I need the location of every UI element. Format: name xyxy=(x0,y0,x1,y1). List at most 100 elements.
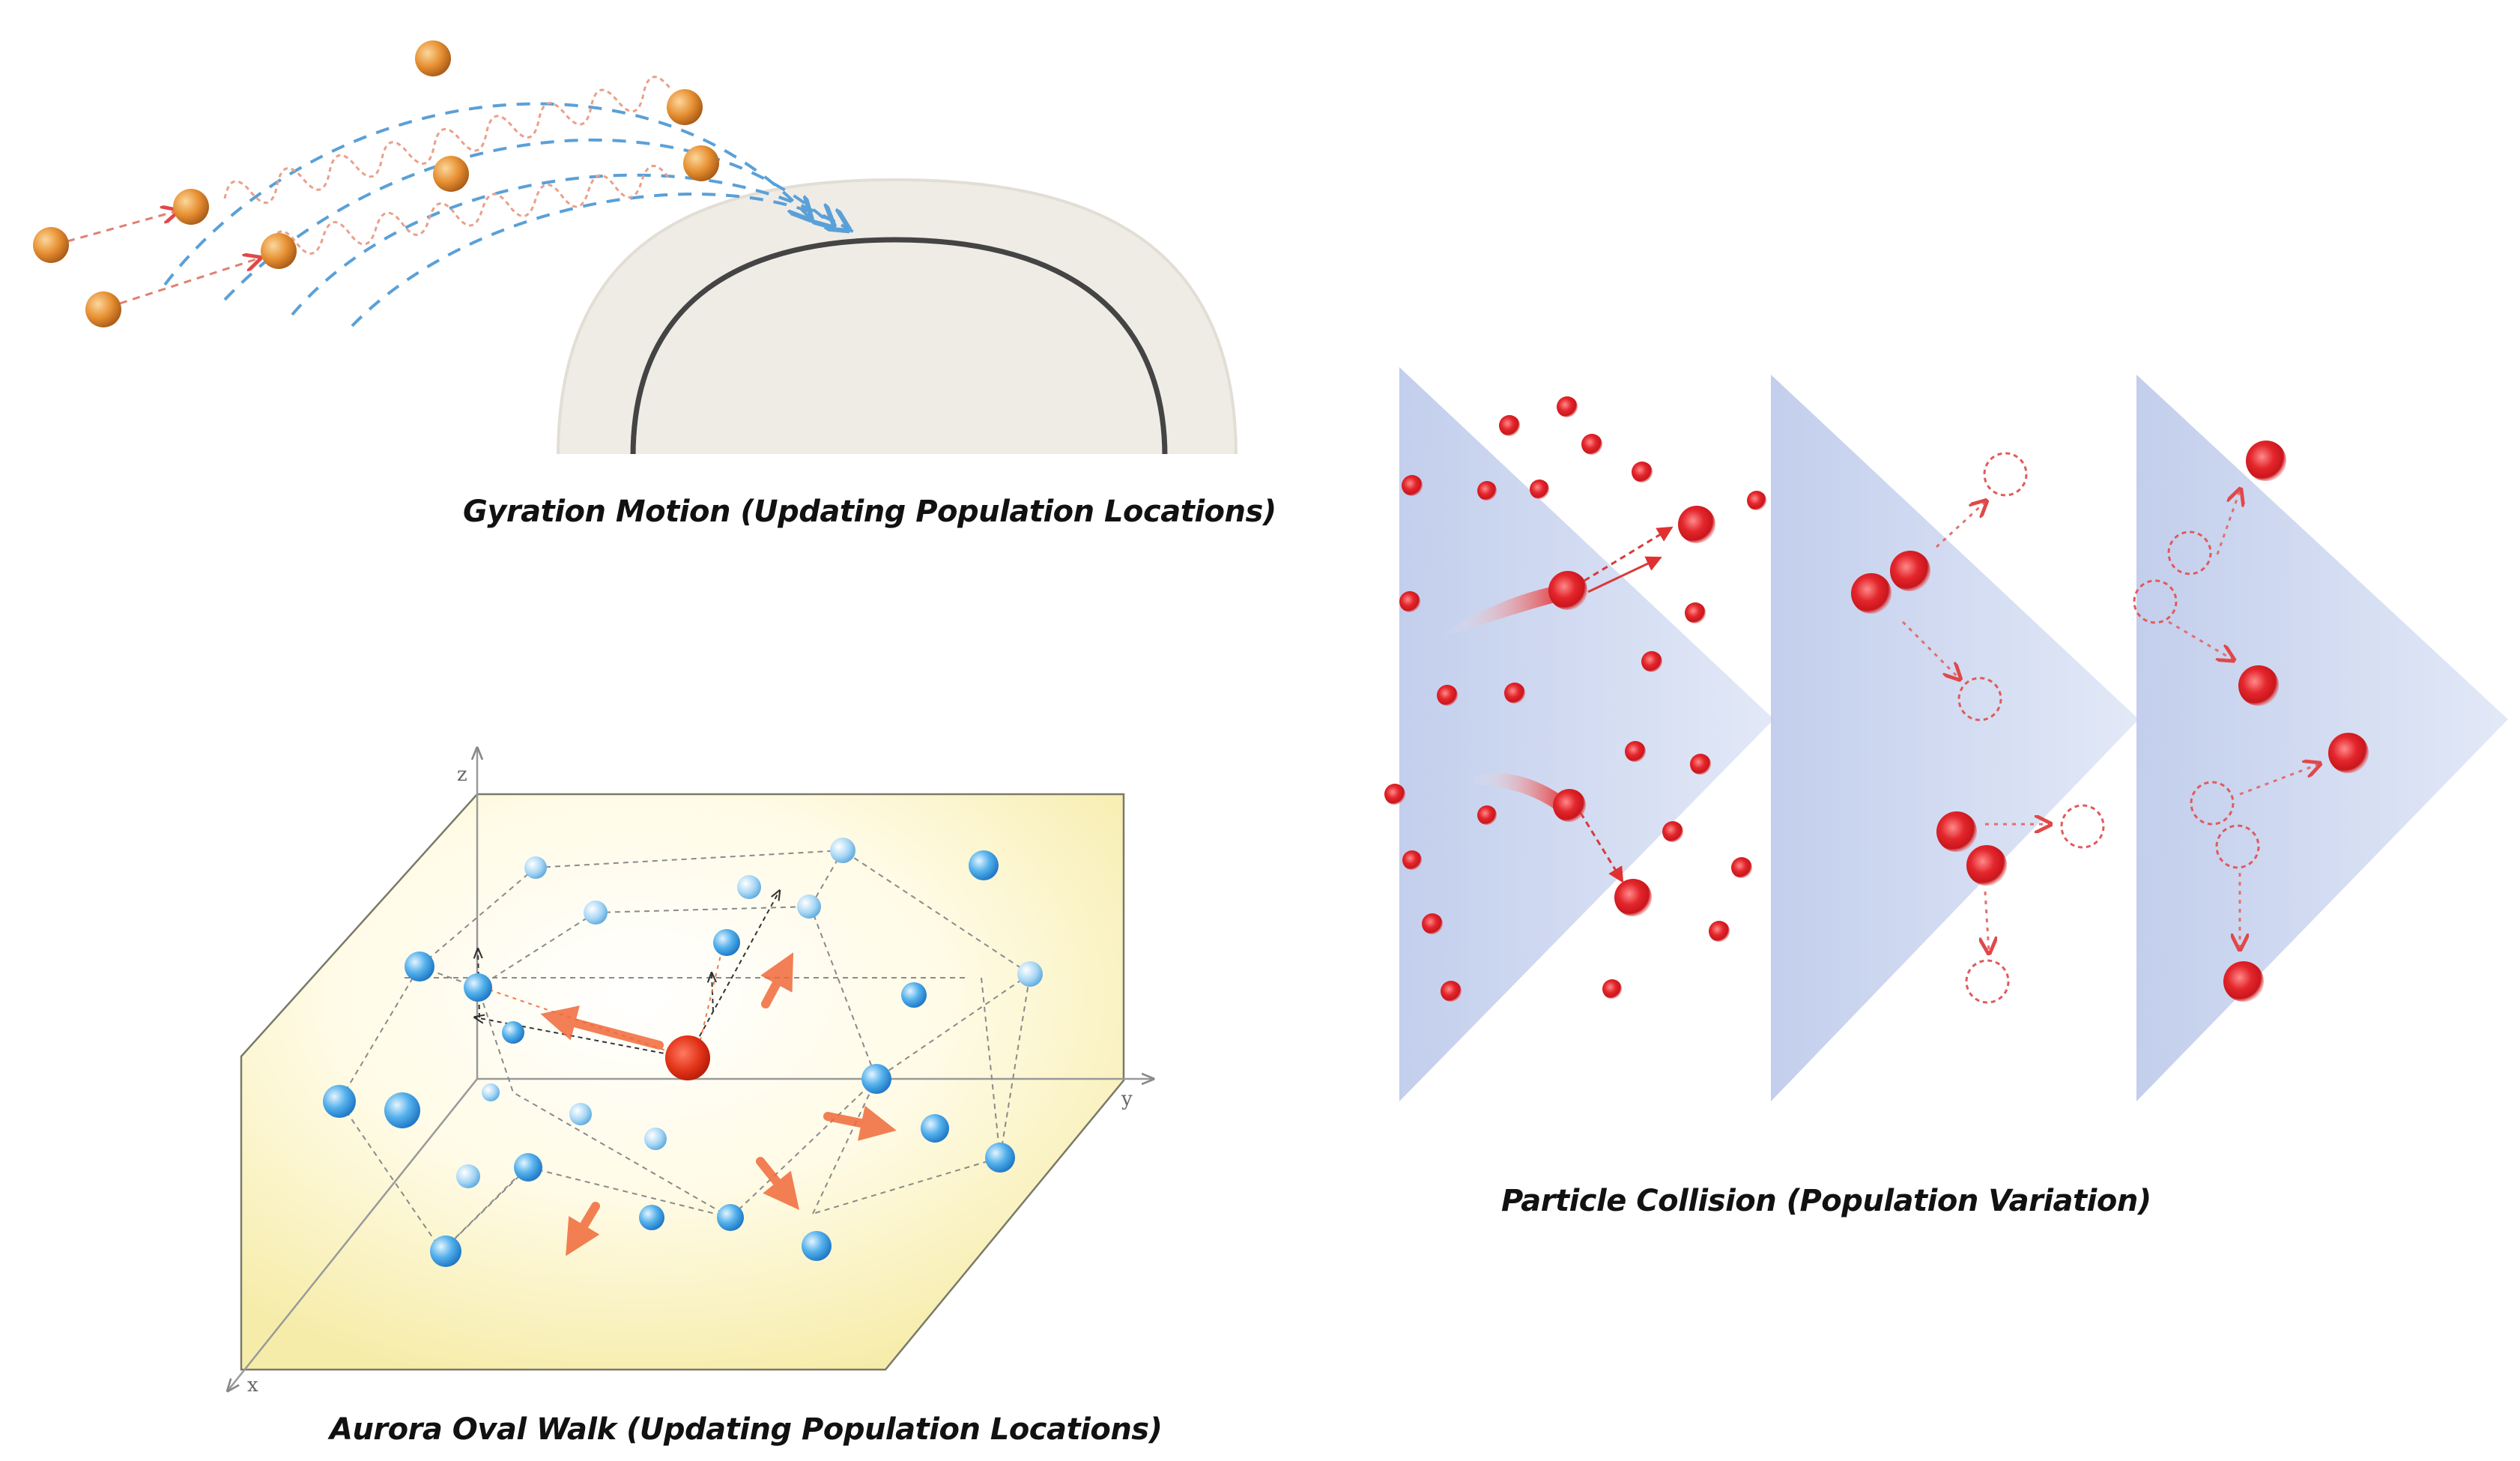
direction-arrow xyxy=(566,1202,600,1256)
blue-particle xyxy=(584,901,608,925)
red-particle xyxy=(1422,913,1443,934)
red-particle xyxy=(2246,441,2286,481)
red-particle xyxy=(2223,961,2264,1002)
direction-arrow xyxy=(756,1157,799,1210)
red-particle xyxy=(1662,821,1683,842)
blue-particle xyxy=(502,1021,524,1044)
red-particle xyxy=(1614,879,1652,916)
blue-particle xyxy=(482,1083,500,1101)
aurora-caption: Aurora Oval Walk (Updating Population Lo… xyxy=(330,1412,1163,1447)
z-axis-label: z xyxy=(457,763,467,786)
collision-panel xyxy=(1384,367,2508,1101)
gyration-particles xyxy=(33,40,719,327)
red-particle xyxy=(1632,462,1653,483)
red-particle xyxy=(1685,602,1706,623)
ghost-particle xyxy=(2190,781,2235,826)
gyration-approach-lines xyxy=(67,211,258,305)
ghost-particle xyxy=(1983,452,2028,497)
blue-particle xyxy=(464,973,492,1002)
ghost-particle xyxy=(1957,677,2002,722)
red-particle xyxy=(1402,475,1423,496)
gyration-spirals xyxy=(223,76,670,255)
red-particle xyxy=(1530,480,1549,499)
direction-arrow xyxy=(823,1105,897,1141)
collision-arrows xyxy=(1579,526,1674,883)
red-particle xyxy=(1581,434,1602,455)
red-particle xyxy=(1966,845,2007,886)
collision-particles xyxy=(1384,396,2369,1002)
blue-particle xyxy=(384,1092,420,1128)
red-particle xyxy=(1731,857,1752,878)
blue-particle xyxy=(405,952,434,981)
blue-particle xyxy=(969,850,999,880)
blue-particle xyxy=(861,1064,891,1094)
red-particle xyxy=(1678,506,1715,543)
blue-particle xyxy=(323,1085,356,1118)
comet-tail xyxy=(1442,584,1567,637)
orange-particle xyxy=(173,189,209,225)
direction-arrow xyxy=(540,1005,664,1050)
gyration-caption: Gyration Motion (Updating Population Loc… xyxy=(463,494,1276,529)
red-particle xyxy=(1402,850,1422,870)
red-particle xyxy=(1890,551,1930,591)
red-focus-particle xyxy=(665,1035,710,1080)
ghost-particle xyxy=(2167,530,2212,575)
x-axis-label: x xyxy=(247,1374,258,1397)
red-particle xyxy=(1625,741,1646,762)
ghost-particle xyxy=(2215,824,2260,869)
blue-particle xyxy=(524,856,547,879)
blue-particle xyxy=(713,929,740,956)
blue-particle xyxy=(514,1153,542,1182)
orange-particle xyxy=(667,89,703,125)
aurora-plane xyxy=(240,793,1125,1371)
gyration-trajectories xyxy=(163,102,854,327)
ghost-particle xyxy=(2060,804,2105,849)
blue-particle xyxy=(802,1231,832,1261)
direction-arrow xyxy=(760,952,794,1008)
red-particle xyxy=(1399,591,1420,612)
blue-particle xyxy=(717,1204,744,1231)
red-particle xyxy=(1936,811,1977,852)
blue-particle xyxy=(569,1103,592,1125)
blue-particle xyxy=(644,1128,667,1150)
red-particle xyxy=(1641,651,1662,672)
red-particle xyxy=(1851,573,1891,614)
blue-particle xyxy=(456,1164,480,1188)
aurora-panel: z y x xyxy=(228,749,1152,1397)
orange-particle xyxy=(683,145,719,181)
ghost-particle xyxy=(2133,579,2178,624)
collision-caption: Particle Collision (Population Variation… xyxy=(1501,1184,2151,1218)
ghost-particle xyxy=(1965,959,2010,1004)
red-particle xyxy=(1477,481,1497,500)
red-particle xyxy=(1602,979,1622,999)
collision-wall-2 xyxy=(1771,375,2139,1101)
red-particle xyxy=(1477,805,1497,825)
blue-particle xyxy=(830,838,855,863)
red-particle xyxy=(1548,571,1587,610)
red-particle xyxy=(1504,683,1525,704)
red-particle xyxy=(1747,491,1766,510)
aurora-direction-arrows xyxy=(540,952,897,1256)
orange-particle xyxy=(261,233,297,269)
red-particle xyxy=(2238,665,2279,706)
aurora-particles xyxy=(323,838,1043,1267)
ghost-particles xyxy=(1957,452,2260,1004)
orange-particle xyxy=(433,156,469,192)
red-particle xyxy=(1690,754,1711,775)
red-particle xyxy=(1441,981,1462,1002)
blue-particle xyxy=(797,895,821,919)
red-particle xyxy=(1384,784,1405,805)
red-particle xyxy=(1499,415,1520,436)
blue-particle xyxy=(1017,961,1043,987)
red-particle xyxy=(1557,396,1578,417)
collision-wall-1 xyxy=(1399,367,1774,1101)
blue-particle xyxy=(901,982,927,1008)
red-particle xyxy=(2328,733,2369,773)
aurora-axes xyxy=(228,749,1152,1390)
blue-particle xyxy=(639,1205,664,1230)
red-particle xyxy=(1553,789,1586,822)
orange-particle xyxy=(85,291,121,327)
orange-particle xyxy=(415,40,451,76)
red-particle xyxy=(1437,685,1458,706)
